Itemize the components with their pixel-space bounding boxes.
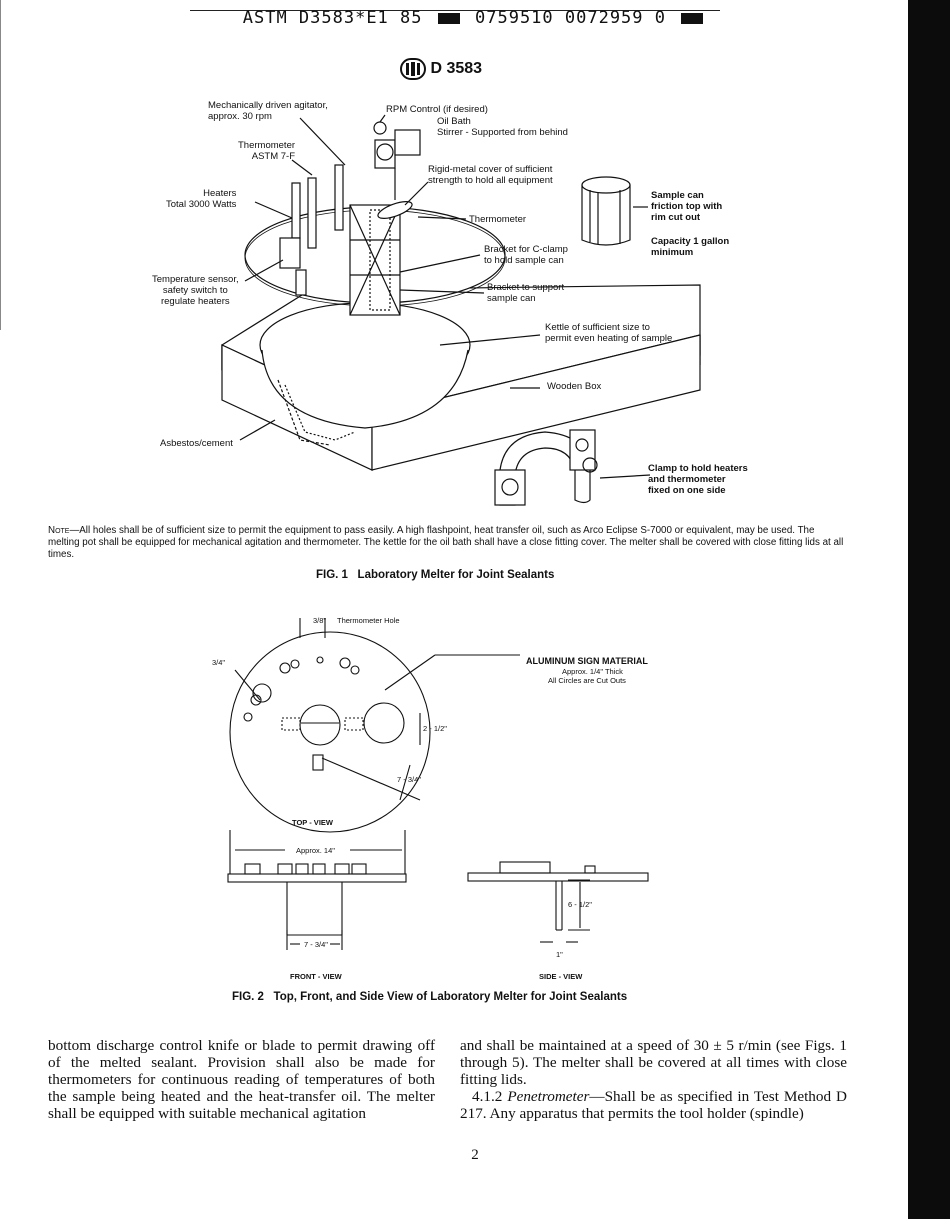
redaction-block <box>681 12 704 24</box>
label-temperature-sensor: Temperature sensor, safety switch to reg… <box>152 274 239 307</box>
label-bracket-support: Bracket to support sample can <box>487 282 565 304</box>
scan-edge-dark <box>908 0 950 1219</box>
astm-logo-icon <box>400 58 426 80</box>
label-clamp: Clamp to hold heaters and thermometer fi… <box>648 463 748 496</box>
fig2-caption-text: Top, Front, and Side View of Laboratory … <box>273 991 628 1003</box>
section-term: Penetrometer <box>507 1088 590 1105</box>
label-bracket-clamp: Bracket for C-clamp to hold sample can <box>484 244 568 266</box>
astm-logo-heading: D 3583 <box>400 58 482 80</box>
label-thermo-hole: Thermometer Hole <box>337 616 400 625</box>
label-heaters: Heaters Total 3000 Watts <box>166 188 237 210</box>
note-prefix: Note <box>48 525 70 536</box>
label-dim-2-half: 2 - 1/2" <box>423 724 447 733</box>
header-rule <box>190 10 720 11</box>
body-left-column: bottom discharge control knife or blade … <box>48 1037 435 1122</box>
section-number: 4.1.2 <box>472 1088 503 1105</box>
fig2-drawing <box>227 618 649 950</box>
redaction-block <box>437 12 460 24</box>
label-agitator: Mechanically driven agitator, approx. 30… <box>208 100 328 122</box>
body-right-column: and shall be maintained at a speed of 30… <box>460 1037 847 1122</box>
body-right-para-b: —Shall be as specified in Test Method D … <box>460 1088 847 1122</box>
label-side-view: SIDE - VIEW <box>539 972 583 981</box>
label-thermo-hole-dim: 3/8" <box>313 616 327 625</box>
label-approx-14: Approx. 14" <box>296 846 335 855</box>
label-thickness: Approx. 1/4" Thick <box>562 667 623 676</box>
fig1-caption: FIG. 1 Laboratory Melter for Joint Seala… <box>316 569 554 581</box>
label-oil-bath: Oil Bath <box>437 116 471 127</box>
label-front-view: FRONT - VIEW <box>290 972 342 981</box>
label-aluminum: ALUMINUM SIGN MATERIAL <box>526 656 648 666</box>
fig1-caption-text: Laboratory Melter for Joint Sealants <box>357 569 555 581</box>
fig2-caption-number: FIG. 2 <box>232 991 264 1003</box>
label-top-view: TOP - VIEW <box>292 818 333 827</box>
fig1-caption-number: FIG. 1 <box>316 569 348 581</box>
label-dim-three-quarter: 3/4" <box>212 658 226 667</box>
label-cover: Rigid-metal cover of sufficient strength… <box>428 164 553 186</box>
label-dim-6-half: 6 - 1/2" <box>568 900 592 909</box>
label-dim-7-3q-front: 7 - 3/4" <box>304 940 328 949</box>
label-cutouts: All Circles are Cut Outs <box>548 676 626 685</box>
label-stirrer: Stirrer - Supported from behind <box>437 127 568 138</box>
fig1-note: Note—All holes shall be of sufficient si… <box>48 525 848 561</box>
label-dim-1: 1" <box>556 950 563 959</box>
label-asbestos: Asbestos/cement <box>160 438 233 449</box>
label-capacity: Capacity 1 gallon minimum <box>651 236 730 258</box>
label-sample-can: Sample can friction top with rim cut out <box>651 190 723 223</box>
label-thermometer-astm: Thermometer ASTM 7-F <box>238 140 296 162</box>
note-text: —All holes shall be of sufficient size t… <box>48 525 844 560</box>
label-rpm-control: RPM Control (if desired) <box>386 104 488 115</box>
standard-number: D 3583 <box>430 60 483 78</box>
label-thermometer: Thermometer <box>469 214 527 225</box>
page-number: 2 <box>471 1147 479 1163</box>
document-code-left: ASTM D3583*E1 85 <box>242 8 423 28</box>
body-right-para-a: and shall be maintained at a speed of 30… <box>460 1037 847 1088</box>
document-code-header: ASTM D3583*E1 85 0759510 0072959 0 <box>0 8 950 28</box>
document-code-right: 0759510 0072959 0 <box>475 8 666 28</box>
label-kettle: Kettle of sufficient size to permit even… <box>545 322 673 344</box>
scan-edge-left <box>0 0 4 330</box>
label-wooden-box: Wooden Box <box>547 381 602 392</box>
fig2-caption: FIG. 2 Top, Front, and Side View of Labo… <box>232 991 627 1003</box>
label-dim-7-3q-top: 7 - 3/4" <box>397 775 421 784</box>
